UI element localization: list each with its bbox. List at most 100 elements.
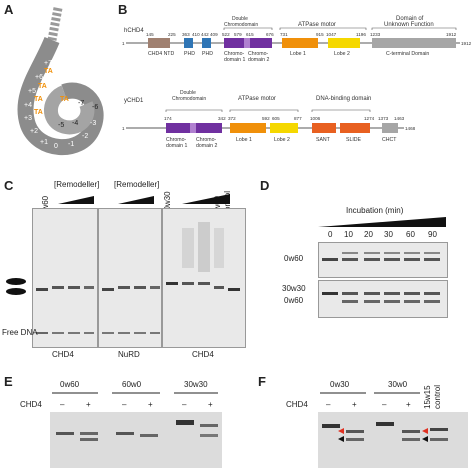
hchd4-lbl-lobe2: Lobe 2	[334, 51, 350, 57]
hchd4-lbl-chromo1b: domain 1	[224, 57, 245, 63]
gel-e-group: 60w0	[122, 380, 142, 389]
gel-e-chd4-label: CHD4	[20, 400, 42, 409]
hchd4-end: 1912	[461, 41, 472, 46]
time-label: 90	[428, 230, 437, 239]
hchd4-hdr-atpase: ATPase motor	[298, 22, 336, 28]
gel-d-2	[318, 280, 448, 318]
dna-tail	[47, 7, 63, 41]
time-label: 0	[328, 230, 333, 239]
ychd1-num: 342	[218, 116, 226, 121]
pos-label: -7	[78, 100, 85, 107]
ychd1-hdr-atpase: ATPase motor	[238, 96, 276, 102]
remodeller-label-2: [Remodeller]	[114, 180, 160, 189]
ychd1-lbl-slide: SLIDE	[346, 137, 362, 143]
gel-e-sign: +	[148, 400, 153, 409]
pos-label: -5	[58, 122, 65, 129]
gel-f-sign: +	[352, 400, 357, 409]
time-label: 10	[344, 230, 353, 239]
hchd4-lbl-ctd: C-terminal Domain	[386, 51, 429, 57]
hchd4-num: 409	[210, 32, 218, 37]
gel-c-1	[32, 208, 98, 348]
pos-label: -3	[90, 120, 97, 127]
time-label: 60	[406, 230, 415, 239]
gel-f-control-1: 15w15	[423, 385, 432, 409]
ychd1-lbl-lobe2: Lobe 2	[274, 137, 290, 143]
hchd4-num: 363	[182, 32, 190, 37]
hchd4-lobe2	[328, 38, 360, 48]
pos-label: +3	[24, 115, 32, 122]
concentration-wedge	[58, 194, 230, 204]
hchd4-hdr-domain-2: Unknown Function	[384, 22, 434, 28]
hchd4-lbl-chromo2a: Chromo-	[248, 51, 268, 57]
hchd4-num: 1196	[356, 32, 366, 37]
gel-c-bands	[36, 222, 240, 334]
gel-f-group: 30w0	[388, 380, 408, 389]
gel-c-2	[98, 208, 162, 348]
hchd4-num: 915	[316, 32, 324, 37]
pos-label: 0	[54, 143, 58, 150]
ychd1-hdr-chromo-1: Double	[180, 90, 196, 96]
gel-f-group-lines	[320, 392, 420, 394]
bracket	[165, 109, 223, 112]
ychd1-num: 372	[228, 116, 236, 121]
pos-label: -6	[92, 104, 99, 111]
hchd4-num: 731	[280, 32, 288, 37]
time-label: 20	[364, 230, 373, 239]
hchd4-lbl-ntd: CHD4 NTD	[148, 51, 174, 57]
gel-e-sign: +	[208, 400, 213, 409]
panel-label-b: B	[118, 2, 128, 17]
hchd4-name: hCHD4	[124, 28, 144, 34]
incubation-label: Incubation (min)	[346, 206, 404, 215]
hchd4-lbl-phd1: PHD	[184, 51, 195, 57]
remodeller-label-1: [Remodeller]	[54, 180, 100, 189]
ychd1-hdr-dbd: DNA-binding domain	[316, 96, 371, 102]
hchd4-lobe1	[282, 38, 318, 48]
hchd4-num: 1047	[326, 32, 337, 37]
hchd4-chromo-link	[244, 38, 250, 48]
ychd1-num: 605	[272, 116, 280, 121]
bracket	[371, 27, 457, 30]
ychd1-lobe2	[270, 123, 298, 133]
gel-c-caption-2: NuRD	[118, 350, 140, 359]
gel-e-group-lines	[52, 392, 218, 394]
black-arrowhead	[338, 436, 344, 442]
pos-label: +7	[44, 60, 52, 67]
ychd1-num: 877	[294, 116, 302, 121]
hchd4-num: 225	[168, 32, 176, 37]
pos-label: +1	[40, 139, 48, 146]
ta-base: TA	[38, 83, 47, 90]
gel-d-row2-label-b: 0w60	[284, 296, 304, 305]
hchd4-phd2	[202, 38, 211, 48]
ychd1-name: yCHD1	[124, 98, 144, 104]
ta-base: TA	[60, 96, 69, 103]
time-label: 30	[384, 230, 393, 239]
pos-label: +5	[28, 88, 36, 95]
ychd1-chct	[382, 123, 398, 133]
gel-d-row1-label: 0w60	[284, 254, 304, 263]
ychd1-num: 1373	[378, 116, 389, 121]
gel-e-sign: –	[122, 400, 127, 409]
ychd1-lbl-lobe1: Lobe 1	[236, 137, 252, 143]
ychd1-num: 592	[262, 116, 270, 121]
ychd1-lbl-chromo1a: Chromo-	[166, 137, 186, 143]
gel-e-bands	[56, 420, 218, 441]
hchd4-num: 442	[201, 32, 209, 37]
hchd4-ctd	[372, 38, 456, 48]
hchd4-num: 145	[146, 32, 154, 37]
ychd1-lbl-sant: SANT	[316, 137, 331, 143]
dna-coil-inner	[44, 85, 95, 135]
hchd4-lbl-lobe1: Lobe 1	[290, 51, 306, 57]
gel-e-sign: –	[182, 400, 187, 409]
gel-c-3	[162, 208, 246, 348]
gel-e-group: 30w30	[184, 380, 208, 389]
gel-e-sign: +	[86, 400, 91, 409]
ta-base: TA	[34, 109, 43, 116]
dna-position-labels: +7 +6 +5 +4 +3 +2 +1 0 -1 -2 -3 -4 -5 -6…	[0, 0, 120, 165]
pos-label: -2	[82, 133, 89, 140]
hchd4-num: 1912	[446, 32, 457, 37]
gel-f-group: 0w30	[330, 380, 350, 389]
gel-e-group: 0w60	[60, 380, 80, 389]
hchd4-start: 1	[122, 41, 125, 46]
hchd4-num: 1233	[370, 32, 381, 37]
red-arrowhead	[422, 428, 428, 434]
